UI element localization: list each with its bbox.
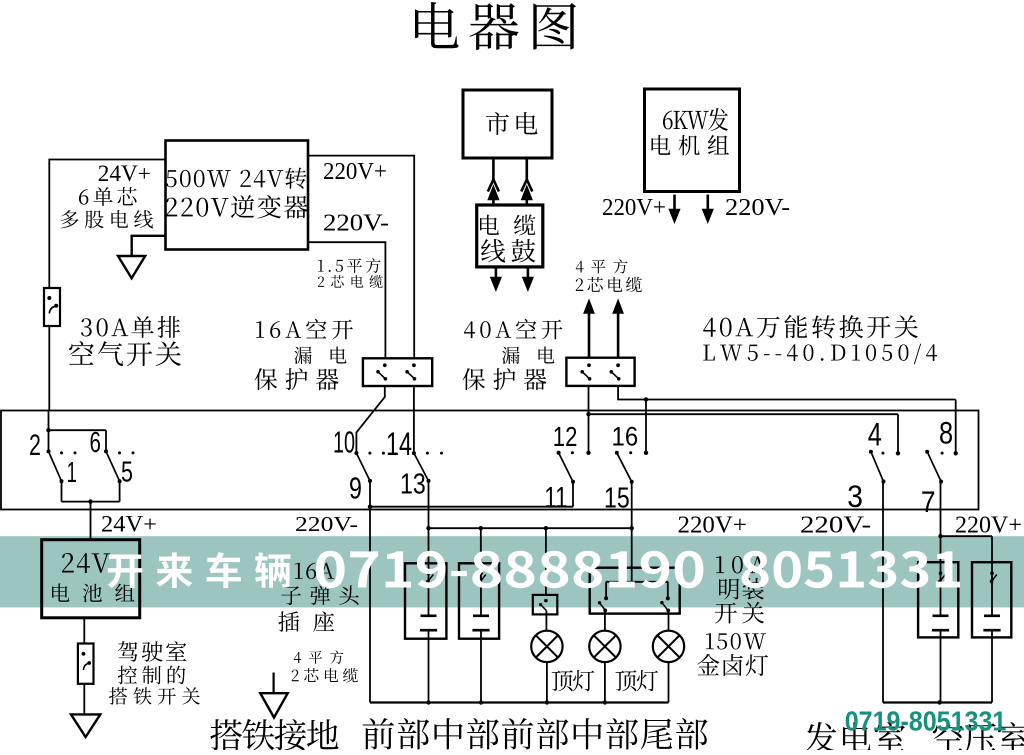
svg-text:1: 1 bbox=[67, 457, 77, 489]
svg-text:220V+: 220V+ bbox=[323, 158, 387, 185]
svg-text:14: 14 bbox=[386, 425, 412, 462]
svg-text:12: 12 bbox=[553, 422, 578, 453]
svg-text:3: 3 bbox=[847, 480, 863, 515]
svg-text:10: 10 bbox=[333, 424, 355, 460]
svg-text:8: 8 bbox=[939, 416, 953, 451]
svg-text:220V-: 220V- bbox=[725, 195, 790, 221]
svg-text:0719-8051331: 0719-8051331 bbox=[845, 705, 1007, 737]
svg-text:15: 15 bbox=[604, 481, 630, 514]
svg-text:5: 5 bbox=[121, 457, 133, 489]
svg-text:220V-: 220V- bbox=[323, 210, 389, 236]
svg-text:9: 9 bbox=[349, 470, 362, 505]
svg-text:220V+: 220V+ bbox=[955, 512, 1022, 538]
svg-text:2: 2 bbox=[29, 427, 41, 462]
svg-text:24V+: 24V+ bbox=[101, 512, 157, 537]
svg-text:16: 16 bbox=[612, 422, 639, 452]
svg-text:220V+: 220V+ bbox=[678, 512, 747, 538]
svg-text:24V+: 24V+ bbox=[98, 161, 151, 187]
svg-text:220V+: 220V+ bbox=[602, 194, 666, 221]
svg-text:13: 13 bbox=[400, 467, 426, 500]
svg-text:7: 7 bbox=[921, 484, 936, 518]
svg-text:220V-: 220V- bbox=[800, 511, 871, 538]
svg-text:6: 6 bbox=[90, 427, 101, 459]
svg-text:11: 11 bbox=[544, 481, 567, 515]
svg-text:4: 4 bbox=[868, 418, 882, 454]
svg-text:220V-: 220V- bbox=[295, 513, 358, 536]
